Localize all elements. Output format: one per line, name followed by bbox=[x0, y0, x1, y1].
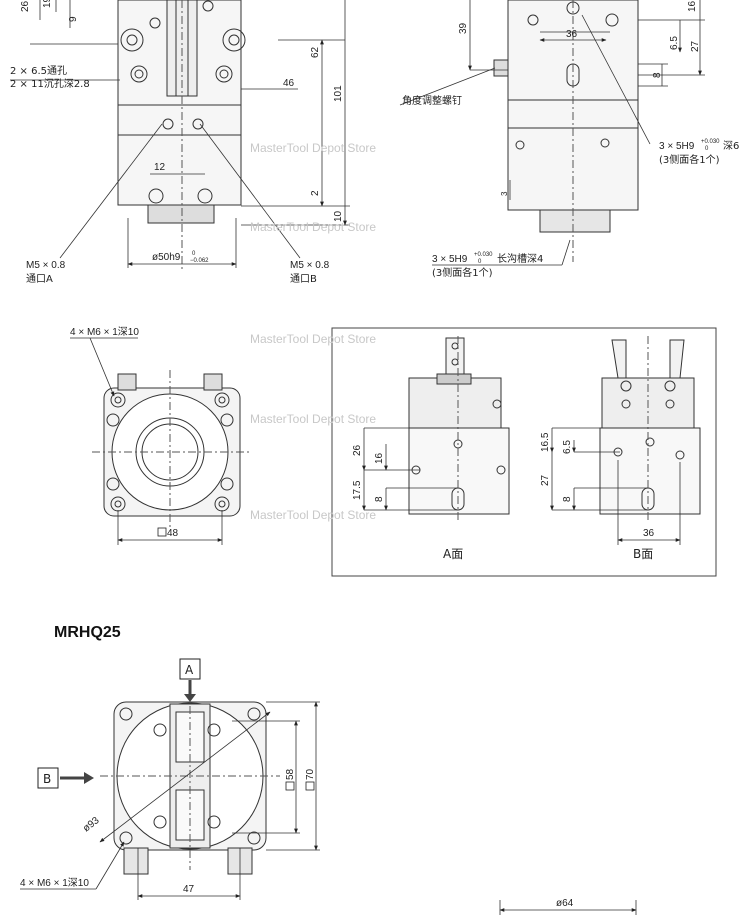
a-dim-8: 8 bbox=[374, 496, 385, 502]
dim-10: 10 bbox=[333, 210, 344, 222]
pin-note: 3 × 5H9 bbox=[659, 141, 695, 152]
b-dim-8: 8 bbox=[562, 496, 573, 502]
angle-screw-label: 角度调整螺钉 bbox=[402, 94, 462, 107]
slot-tol-lower: 0 bbox=[478, 259, 482, 265]
a-view-label: A面 bbox=[443, 547, 463, 561]
dim-6-5: 6.5 bbox=[669, 36, 680, 50]
pin-depth: 深6 bbox=[723, 140, 739, 152]
section-title: MRHQ25 bbox=[54, 624, 121, 641]
port-a-size: M5 × 0.8 bbox=[26, 260, 66, 271]
hole-note-1: 2 × 6.5通孔 bbox=[10, 65, 67, 77]
b-dim-6-5: 6.5 bbox=[562, 440, 573, 454]
bottom-thread-note: 4 × M6 × 1深10 bbox=[70, 326, 139, 338]
dim-39: 39 bbox=[458, 22, 469, 34]
dim-47: 47 bbox=[183, 884, 195, 895]
dim-8: 8 bbox=[652, 72, 663, 78]
slot-depth: 长沟槽深4 bbox=[497, 252, 543, 265]
bore-label: ø50h9 bbox=[152, 252, 181, 263]
hole-note-2: 2 × 11沉孔深2.8 bbox=[10, 77, 90, 90]
b-view bbox=[599, 336, 701, 520]
port-a-label: 通口A bbox=[26, 273, 53, 285]
b-dim-36: 36 bbox=[643, 528, 655, 539]
svg-text:48: 48 bbox=[167, 528, 179, 539]
bore-tol-lower: −0.062 bbox=[190, 258, 209, 264]
view-arrow-a: A bbox=[179, 658, 201, 702]
watermark-2: MasterTool Depot Store bbox=[250, 220, 376, 234]
views-frame bbox=[331, 327, 717, 577]
front-view-left bbox=[117, 0, 246, 270]
b-view-dimensions bbox=[550, 427, 681, 545]
slot-note: 3 × 5H9 bbox=[432, 254, 468, 265]
side-view-right-dimensions bbox=[399, 0, 705, 266]
bottom-view bbox=[92, 370, 252, 530]
a-view-dimensions bbox=[362, 427, 458, 511]
a-dim-26: 26 bbox=[352, 444, 363, 456]
dim-3: 3 bbox=[500, 191, 509, 196]
dim-101: 101 bbox=[333, 85, 344, 102]
mrhq25-top-view bbox=[100, 690, 280, 875]
square-48-label: 48 bbox=[157, 527, 179, 539]
port-b-size: M5 × 0.8 bbox=[290, 260, 330, 271]
dim-19: 19 bbox=[42, 0, 53, 8]
dim-62: 62 bbox=[310, 46, 321, 58]
square-58-label: 58 bbox=[285, 768, 296, 791]
b-dim-16-5: 16.5 bbox=[540, 432, 551, 452]
watermark-1: MasterTool Depot Store bbox=[250, 141, 376, 155]
dim-26: 26 bbox=[20, 0, 31, 12]
side-view-right bbox=[493, 0, 639, 262]
b-dim-27: 27 bbox=[540, 474, 551, 486]
mrhq25-thread-note: 4 × M6 × 1深10 bbox=[20, 877, 89, 889]
svg-text:70: 70 bbox=[305, 768, 316, 780]
bore-tol-upper: 0 bbox=[192, 251, 196, 257]
svg-text:A: A bbox=[185, 663, 194, 677]
front-view-left-dimensions bbox=[10, 0, 350, 268]
bottom-view-dimensions bbox=[70, 337, 223, 545]
dim-64: ø64 bbox=[556, 898, 574, 909]
pin-tol-lower: 0 bbox=[705, 146, 709, 152]
watermark-5: MasterTool Depot Store bbox=[250, 508, 376, 522]
pin-sides: (3侧面各1个) bbox=[659, 153, 720, 166]
dim-2: 2 bbox=[310, 190, 321, 196]
view-arrow-b: B bbox=[37, 767, 94, 789]
svg-text:B: B bbox=[43, 772, 51, 786]
dim-36: 36 bbox=[566, 29, 578, 40]
mrhq25-dimensions bbox=[20, 701, 637, 915]
watermark-4: MasterTool Depot Store bbox=[250, 412, 376, 426]
b-view-label: B面 bbox=[633, 547, 653, 561]
port-b-label: 通口B bbox=[290, 273, 317, 285]
slot-sides: (3侧面各1个) bbox=[432, 266, 493, 279]
dia-93-label: ø93 bbox=[81, 815, 102, 835]
dim-9: 9 bbox=[68, 16, 79, 22]
slot-tol-upper: +0.030 bbox=[474, 252, 493, 258]
a-dim-17-5: 17.5 bbox=[352, 480, 363, 500]
dim-12: 12 bbox=[154, 162, 166, 173]
svg-text:58: 58 bbox=[285, 768, 296, 780]
square-70-label: 70 bbox=[305, 768, 316, 791]
pin-tol-upper: +0.030 bbox=[701, 139, 720, 145]
a-dim-16: 16 bbox=[374, 452, 385, 464]
watermark-3: MasterTool Depot Store bbox=[250, 332, 376, 346]
dim-46: 46 bbox=[283, 78, 295, 89]
dim-27: 27 bbox=[690, 40, 701, 52]
dim-16: 16 bbox=[687, 0, 698, 12]
